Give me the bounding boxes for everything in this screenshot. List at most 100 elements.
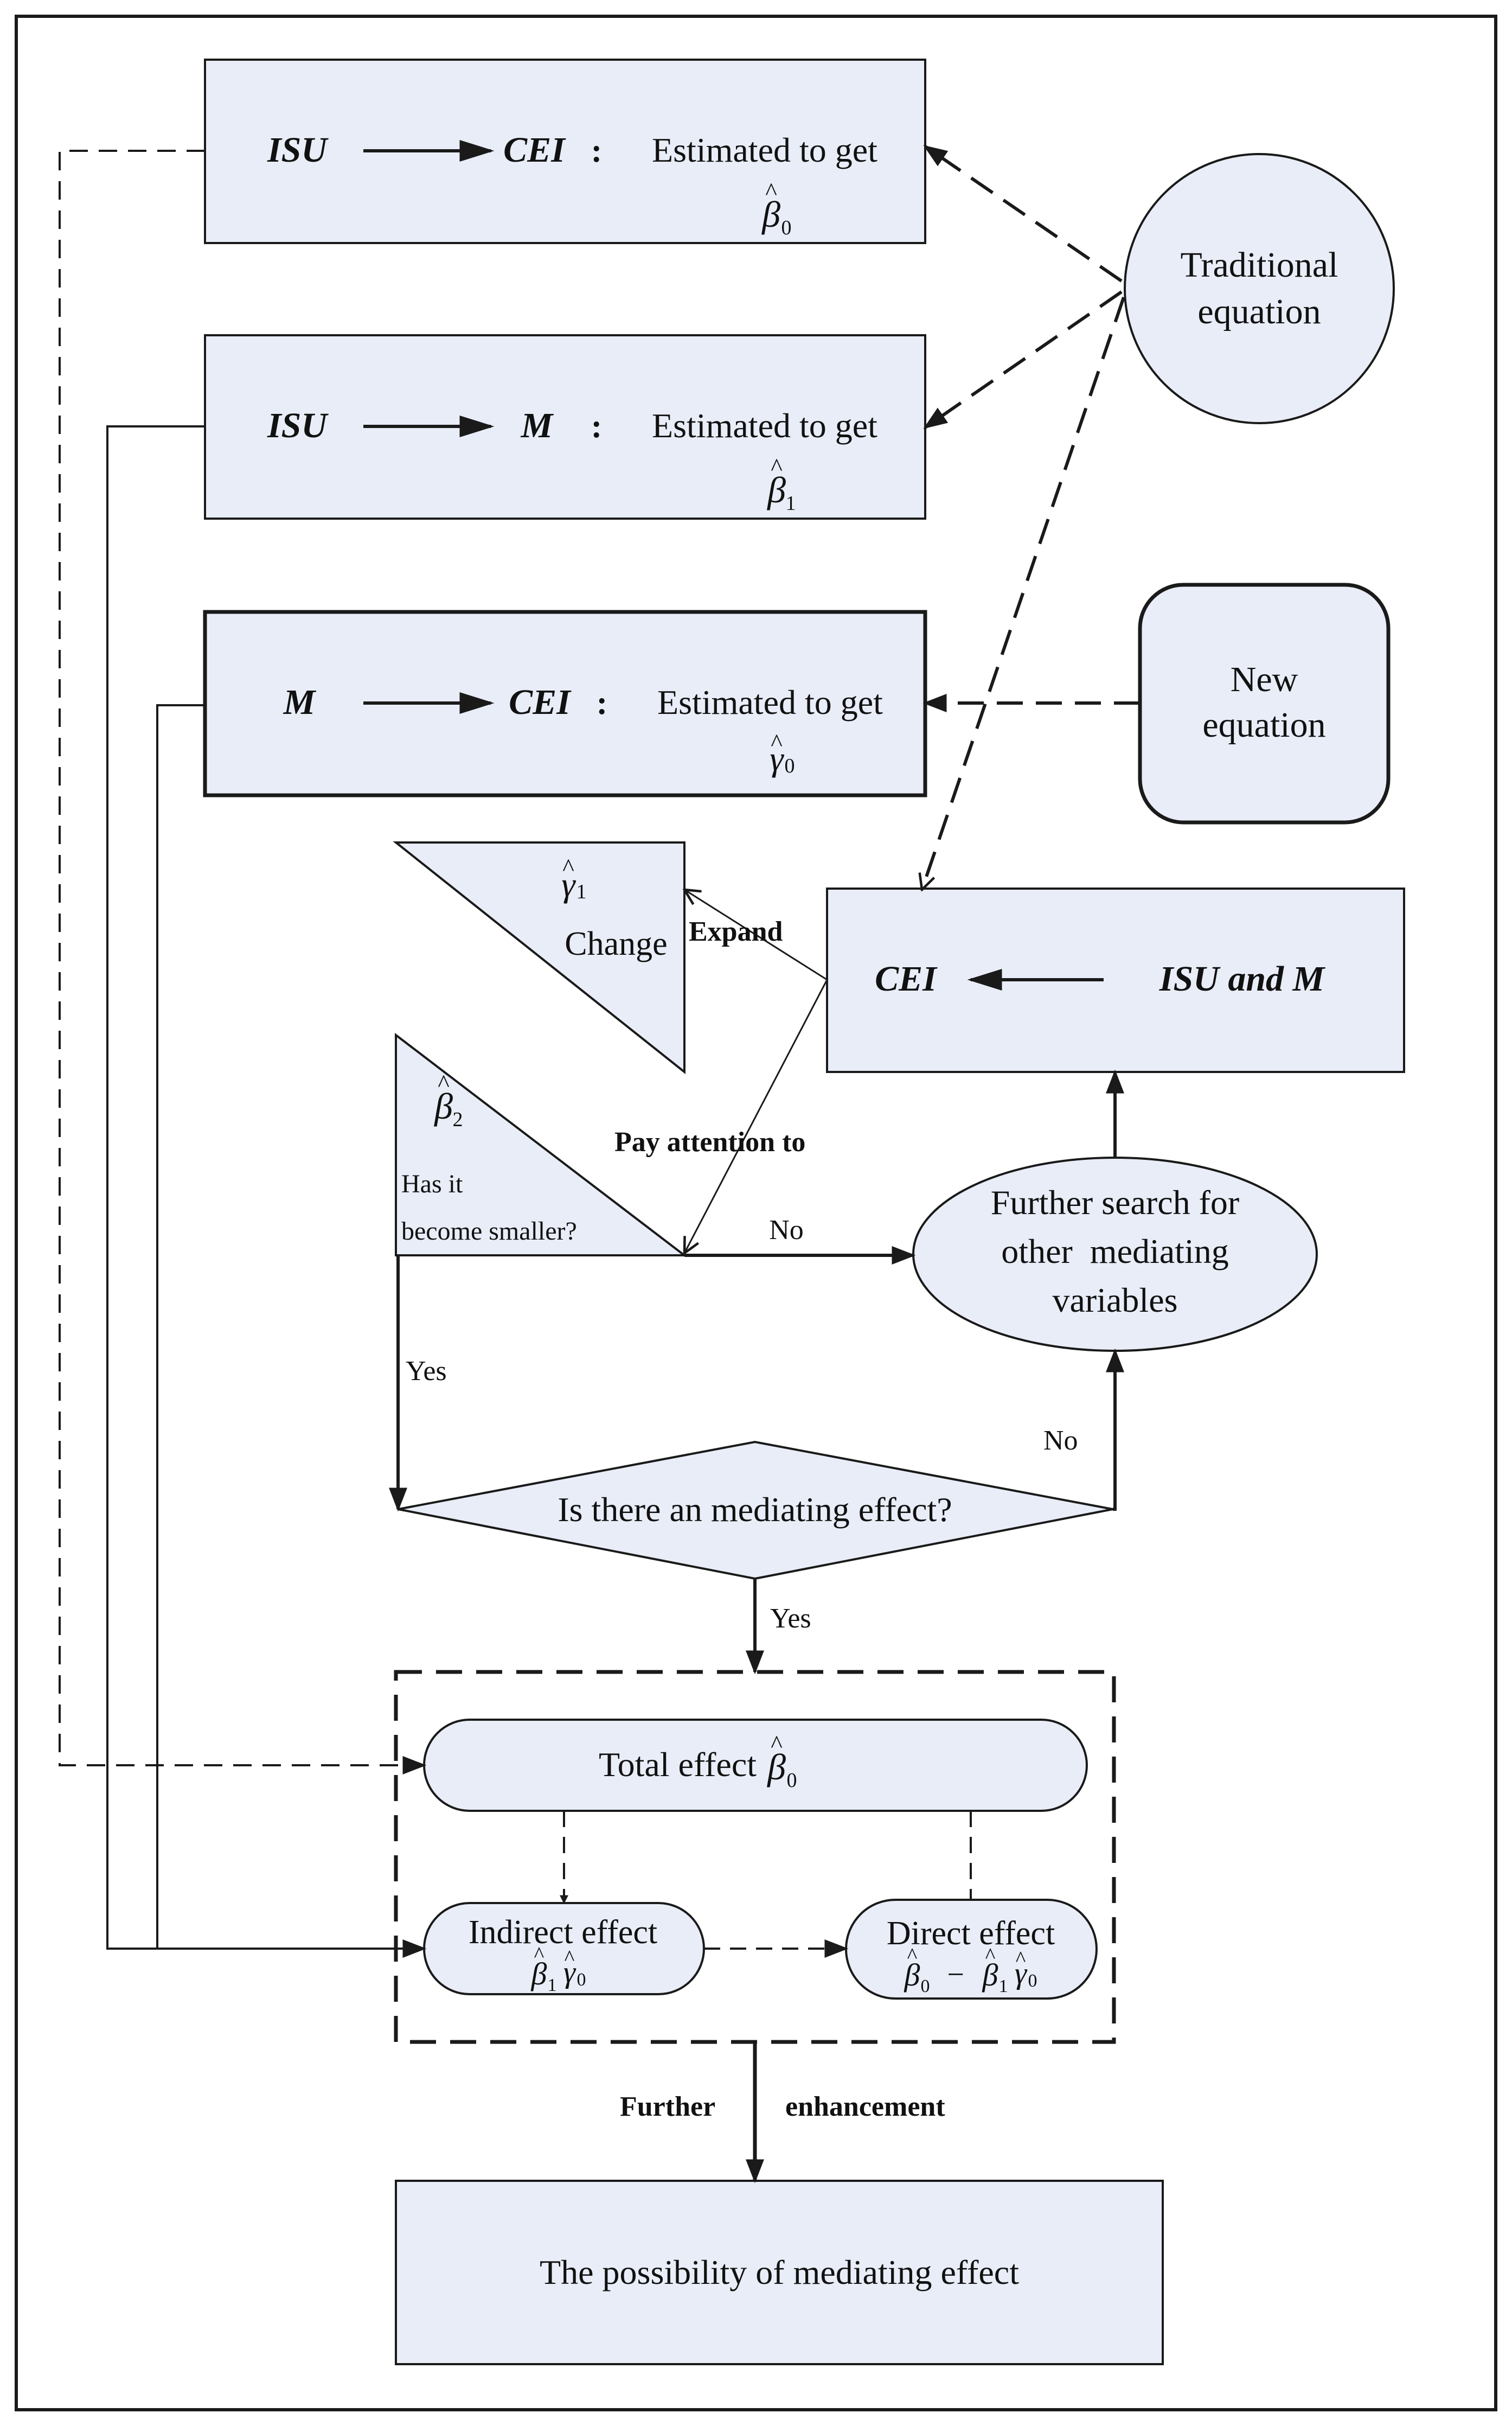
no-label-2: No [1043, 1425, 1078, 1456]
svg-text:β: β [766, 1746, 786, 1787]
box2-colon: : [591, 408, 603, 445]
svg-text:1: 1 [576, 880, 587, 903]
box3-from: M [283, 682, 317, 722]
new-eq-line1: New [1231, 660, 1298, 699]
total-effect-box: Total effect ^ β 0 [423, 1719, 1088, 1812]
svg-text:1: 1 [999, 1976, 1008, 1996]
svg-text:^: ^ [565, 1945, 575, 1970]
svg-text:1: 1 [786, 492, 796, 515]
svg-text:γ: γ [561, 865, 576, 904]
yes-label-2: Yes [770, 1603, 811, 1634]
svg-text:0: 0 [781, 216, 792, 239]
box-isu-cei: ISU CEI : Estimated to get ^ β 0 [204, 59, 926, 244]
beta0-minus-beta1-gamma0-symbol: ^ β 0 − ^ β 1 ^ γ 0 [904, 1943, 1037, 1996]
gamma-hat-1-symbol: ^ γ 1 [561, 853, 586, 904]
new-eq-line2: equation [1202, 705, 1325, 745]
svg-text:^: ^ [765, 177, 777, 205]
tri2-line2: become smaller? [401, 1217, 577, 1246]
box3-colon: : [597, 685, 608, 722]
beta-hat-0-total-symbol: ^ β 0 [766, 1730, 797, 1792]
direct-effect-label: Direct effect [887, 1915, 1055, 1952]
svg-text:^: ^ [985, 1943, 996, 1968]
triangle-change: ^ γ 1 Change [393, 841, 685, 1075]
direct-effect-box: Direct effect ^ β 0 − ^ β 1 ^ γ 0 [845, 1899, 1098, 2000]
svg-text:γ: γ [563, 1956, 576, 1989]
svg-text:^: ^ [438, 1069, 450, 1097]
box2-to: M [521, 406, 554, 445]
box3-text: Estimated to get [657, 683, 883, 722]
final-box: The possibility of mediating effect [395, 2180, 1164, 2365]
svg-text:^: ^ [1016, 1946, 1026, 1971]
traditional-line1: Traditional [1181, 245, 1338, 285]
beta1-gamma0-symbol: ^ β 1 ^ γ 0 [531, 1942, 586, 1995]
svg-text:0: 0 [785, 755, 795, 777]
yes-label-1: Yes [406, 1356, 447, 1387]
traditional-dashed-arrows [922, 145, 1125, 890]
svg-text:0: 0 [921, 1976, 930, 1996]
svg-text:β: β [433, 1086, 453, 1127]
svg-text:^: ^ [771, 453, 783, 481]
expand-connector [684, 890, 828, 981]
svg-text:−: − [947, 1958, 964, 1991]
diamond-text: Is there an mediating effect? [558, 1490, 952, 1529]
box-cei-isu-m: CEI ISU and M [826, 888, 1405, 1073]
traditional-line2: equation [1197, 292, 1321, 331]
gamma-hat-0-symbol: ^ γ 0 [770, 729, 795, 778]
mediating-effect-diamond: Is there an mediating effect? [398, 1440, 1113, 1580]
tri2-line1: Has it [401, 1170, 463, 1198]
box3-to-indirect-line [156, 704, 205, 1949]
box2-from: ISU [267, 406, 329, 445]
svg-text:^: ^ [907, 1943, 918, 1968]
no-label-1: No [769, 1215, 804, 1246]
box1-from: ISU [267, 130, 329, 170]
svg-text:β: β [904, 1957, 920, 1993]
svg-text:β: β [982, 1957, 998, 1993]
svg-text:^: ^ [534, 1942, 544, 1967]
further-label: Further [620, 2091, 715, 2122]
svg-text:β: β [766, 469, 786, 510]
svg-text:γ: γ [770, 739, 784, 778]
box1-text: Estimated to get [652, 131, 877, 169]
box2-to-indirect-line [106, 425, 427, 1958]
svg-text:1: 1 [548, 1975, 557, 1995]
box-isu-m: ISU M : Estimated to get ^ β 1 [204, 334, 926, 520]
beta-hat-2-symbol: ^ β 2 [433, 1069, 463, 1131]
traditional-equation-circle: Traditional equation [1124, 153, 1395, 424]
box1-colon: : [591, 132, 603, 169]
svg-text:^: ^ [771, 729, 783, 756]
triangle-smaller: ^ β 2 Has it become smaller? [395, 1032, 688, 1256]
indirect-effect-box: Indirect effect ^ β 1 ^ γ 0 [423, 1902, 705, 1995]
svg-text:0: 0 [577, 1970, 586, 1990]
further-search-line3: variables [1053, 1281, 1178, 1319]
no-arrow-to-search-2 [1106, 1348, 1124, 1511]
box1-to-total-dashed [59, 150, 427, 1774]
further-search-ellipse: Further search for other mediating varia… [912, 1157, 1318, 1352]
total-effect-label: Total effect [599, 1745, 757, 1784]
svg-text:β: β [761, 194, 780, 235]
svg-text:2: 2 [453, 1108, 463, 1131]
box-m-cei: M CEI : Estimated to get ^ γ 0 [203, 610, 927, 797]
svg-text:^: ^ [562, 853, 574, 881]
box4-right: ISU and M [1159, 959, 1326, 999]
svg-text:0: 0 [1028, 1971, 1037, 1991]
new-equation-box: New equation [1138, 583, 1391, 825]
indirect-effect-label: Indirect effect [469, 1914, 657, 1951]
beta-hat-1-symbol: ^ β 1 [766, 453, 796, 515]
enhancement-label: enhancement [785, 2091, 945, 2122]
outer-frame [15, 15, 1497, 2411]
svg-text:γ: γ [1015, 1957, 1028, 1990]
further-search-line1: Further search for [991, 1183, 1239, 1222]
box3-to: CEI [509, 682, 572, 722]
box4-left: CEI [875, 959, 938, 999]
box2-text: Estimated to get [652, 406, 877, 445]
final-text: The possibility of mediating effect [540, 2253, 1019, 2291]
svg-text:0: 0 [787, 1769, 797, 1792]
svg-text:β: β [531, 1956, 547, 1991]
expand-label: Expand [689, 916, 783, 947]
beta-hat-0-symbol: ^ β 0 [761, 177, 791, 239]
pay-attention-label: Pay attention to [614, 1127, 805, 1158]
tri1-change-label: Change [565, 925, 667, 962]
svg-text:^: ^ [771, 1730, 783, 1758]
box1-to: CEI [503, 130, 566, 170]
